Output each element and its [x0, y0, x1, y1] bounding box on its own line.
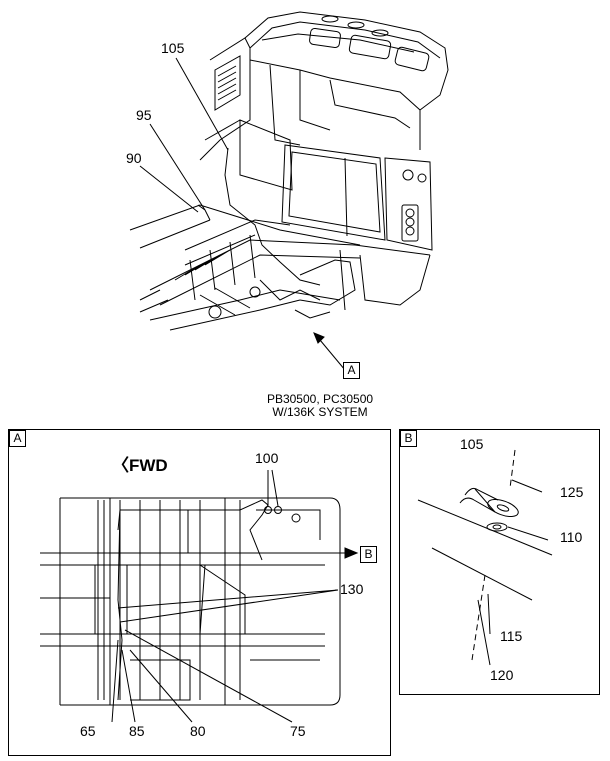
- callout-110: 110: [560, 529, 583, 545]
- callout-75: 75: [290, 723, 306, 739]
- callout-80: 80: [190, 723, 206, 739]
- top-view-leaders: [139, 57, 229, 213]
- callout-125: 125: [560, 484, 584, 500]
- panel-a: [8, 429, 391, 756]
- view-arrow-a: [313, 332, 346, 371]
- plan-view-leaders: [111, 469, 359, 723]
- callout-65: 65: [80, 723, 96, 739]
- callout-b-105: 105: [460, 436, 484, 452]
- bus-isometric-view: [129, 11, 449, 331]
- plan-view-a: [40, 497, 341, 706]
- fwd-arrow-icon: 〈: [112, 456, 129, 475]
- callout-120: 120: [490, 667, 514, 683]
- callout-100: 100: [255, 450, 279, 466]
- fwd-indicator: 〈FWD: [112, 457, 168, 475]
- view-ref-a[interactable]: A: [343, 362, 360, 379]
- callout-115: 115: [500, 628, 523, 644]
- callout-95: 95: [136, 107, 152, 123]
- fwd-label: FWD: [129, 456, 168, 475]
- panel-a-tag: A: [9, 430, 26, 447]
- caption-models: PB30500, PC30500: [266, 392, 374, 406]
- detail-ref-b[interactable]: B: [360, 546, 377, 563]
- panel-b-tag: B: [400, 430, 417, 447]
- callout-85: 85: [129, 723, 145, 739]
- callout-105: 105: [161, 40, 185, 56]
- callout-130: 130: [340, 581, 364, 597]
- ground-detail-b: [417, 449, 553, 666]
- panel-b: [399, 429, 600, 695]
- caption-system: W/136K SYSTEM: [272, 405, 368, 419]
- callout-90: 90: [126, 150, 142, 166]
